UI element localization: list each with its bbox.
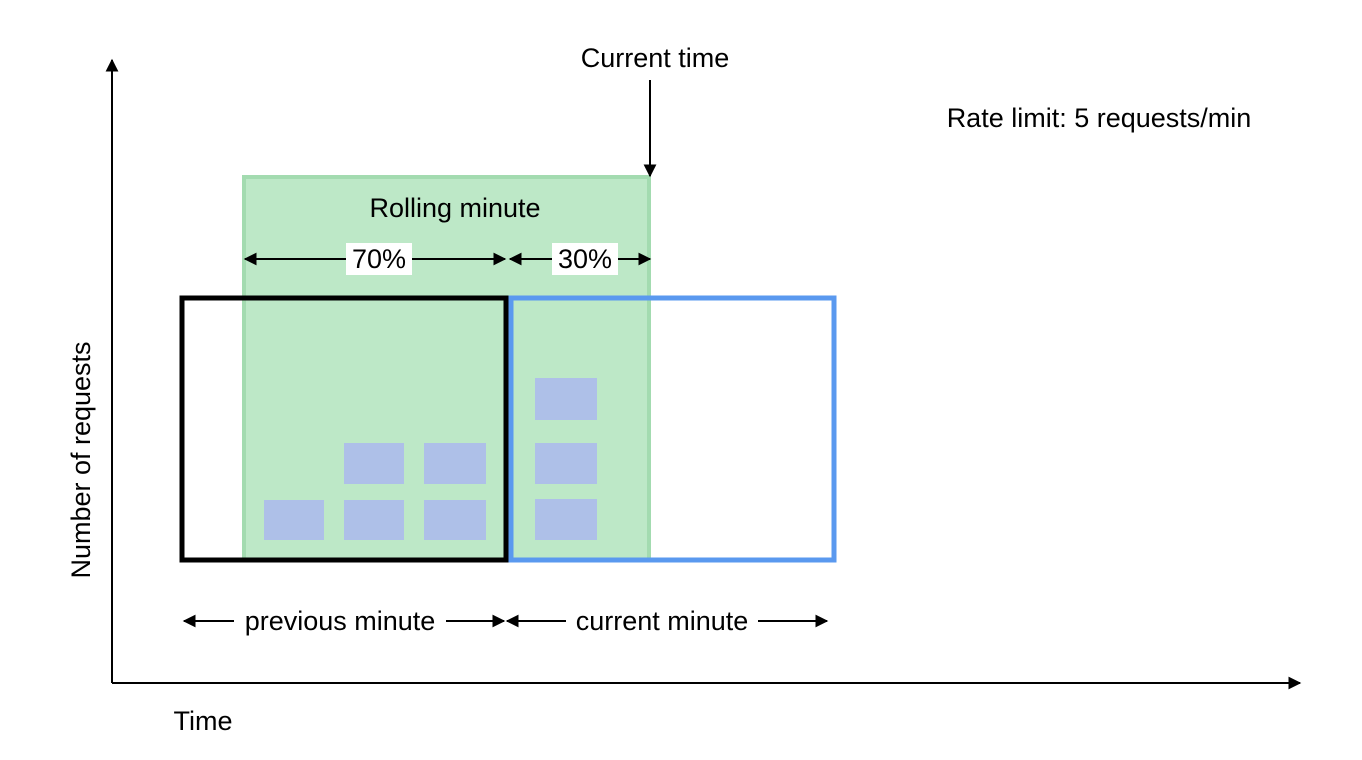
current-minute-requests [535, 378, 597, 540]
rate-limit-label: Rate limit: 5 requests/min [947, 103, 1252, 133]
y-axis-label: Number of requests [66, 341, 96, 578]
current-window-label: current minute [576, 606, 749, 636]
request-block [535, 378, 597, 420]
rolling-minute-label: Rolling minute [369, 193, 540, 223]
current-time-label: Current time [581, 43, 730, 73]
x-axis-label: Time [174, 706, 233, 736]
previous-minute-requests [264, 443, 486, 540]
request-block [424, 500, 486, 540]
rolling-minute-window [242, 175, 651, 562]
current-window-label-bg [566, 605, 758, 637]
previous-share-label-bg [346, 243, 412, 275]
current-share-label-bg [552, 243, 618, 275]
request-block [344, 500, 404, 540]
previous-window-label: previous minute [245, 606, 436, 636]
request-block [344, 443, 404, 484]
previous-share-label: 70% [352, 244, 406, 274]
previous-window-label-bg [234, 605, 446, 637]
current-minute-box [508, 295, 837, 563]
request-block [264, 500, 324, 540]
request-block [535, 443, 597, 484]
previous-minute-box [179, 295, 509, 563]
request-block [535, 499, 597, 540]
current-share-label: 30% [558, 244, 612, 274]
request-block [424, 443, 486, 484]
